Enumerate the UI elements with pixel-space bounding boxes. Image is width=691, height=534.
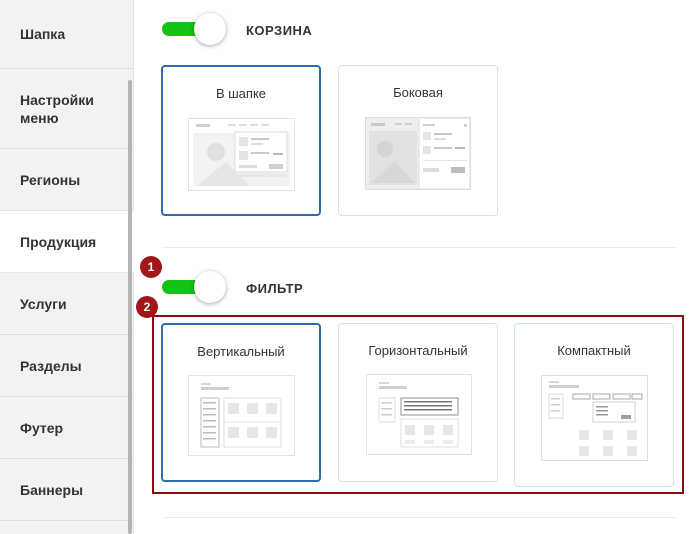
section-divider <box>162 517 676 518</box>
toggle-knob <box>194 271 226 303</box>
option-label: Боковая <box>393 85 443 100</box>
sidebar-item-label: Настройки меню <box>20 91 94 126</box>
filter-option-vertical[interactable]: Вертикальный <box>161 323 321 482</box>
basket-header-preview-icon <box>188 118 295 191</box>
annotation-badge-1: 1 <box>140 256 162 278</box>
filter-option-horizontal[interactable]: Горизонтальный <box>338 323 498 482</box>
sidebar-item-label: Продукция <box>20 233 97 250</box>
sidebar-item-label: Разделы <box>20 357 82 374</box>
filter-options-highlight <box>152 315 684 494</box>
filter-horizontal-preview-icon <box>366 374 472 455</box>
option-label: Вертикальный <box>197 344 285 359</box>
sidebar-item-label: Шапка <box>20 26 66 42</box>
toggle-knob <box>194 13 226 45</box>
sidebar-item-products[interactable]: Продукция <box>0 211 134 273</box>
sidebar-item-header[interactable]: Шапка <box>0 0 133 69</box>
sidebar-item-label: Услуги <box>20 295 67 312</box>
option-label: Компактный <box>557 343 631 358</box>
basket-side-preview-icon <box>365 117 471 190</box>
sidebar-item-sections[interactable]: Разделы <box>0 335 133 397</box>
basket-section-title: КОРЗИНА <box>246 23 313 38</box>
option-label: В шапке <box>215 86 267 101</box>
filter-option-compact[interactable]: Компактный <box>514 323 674 487</box>
sidebar-item-services[interactable]: Услуги <box>0 273 133 335</box>
basket-option-header[interactable]: В шапке <box>161 65 321 216</box>
sidebar-item-menu-settings[interactable]: Настройки меню <box>0 69 133 149</box>
basket-toggle[interactable] <box>162 12 226 46</box>
sidebar-item-banners[interactable]: Баннеры <box>0 459 133 521</box>
sidebar-item-label: Баннеры <box>20 481 84 498</box>
sidebar-item-label: Регионы <box>20 171 81 188</box>
sidebar-scrollbar[interactable] <box>128 80 132 534</box>
filter-toggle[interactable] <box>162 270 226 304</box>
basket-option-side[interactable]: Боковая <box>338 65 498 216</box>
annotation-badge-2: 2 <box>136 296 158 318</box>
section-divider <box>162 247 676 248</box>
sidebar-item-footer[interactable]: Футер <box>0 397 133 459</box>
filter-vertical-preview-icon <box>188 375 295 456</box>
sidebar-item-regions[interactable]: Регионы <box>0 149 133 211</box>
sidebar: Шапка Настройки меню Регионы Продукция У… <box>0 0 134 534</box>
option-label: Горизонтальный <box>368 343 468 358</box>
filter-compact-preview-icon <box>541 375 648 461</box>
sidebar-item-label: Футер <box>20 419 64 436</box>
filter-section-title: ФИЛЬТР <box>246 281 304 296</box>
